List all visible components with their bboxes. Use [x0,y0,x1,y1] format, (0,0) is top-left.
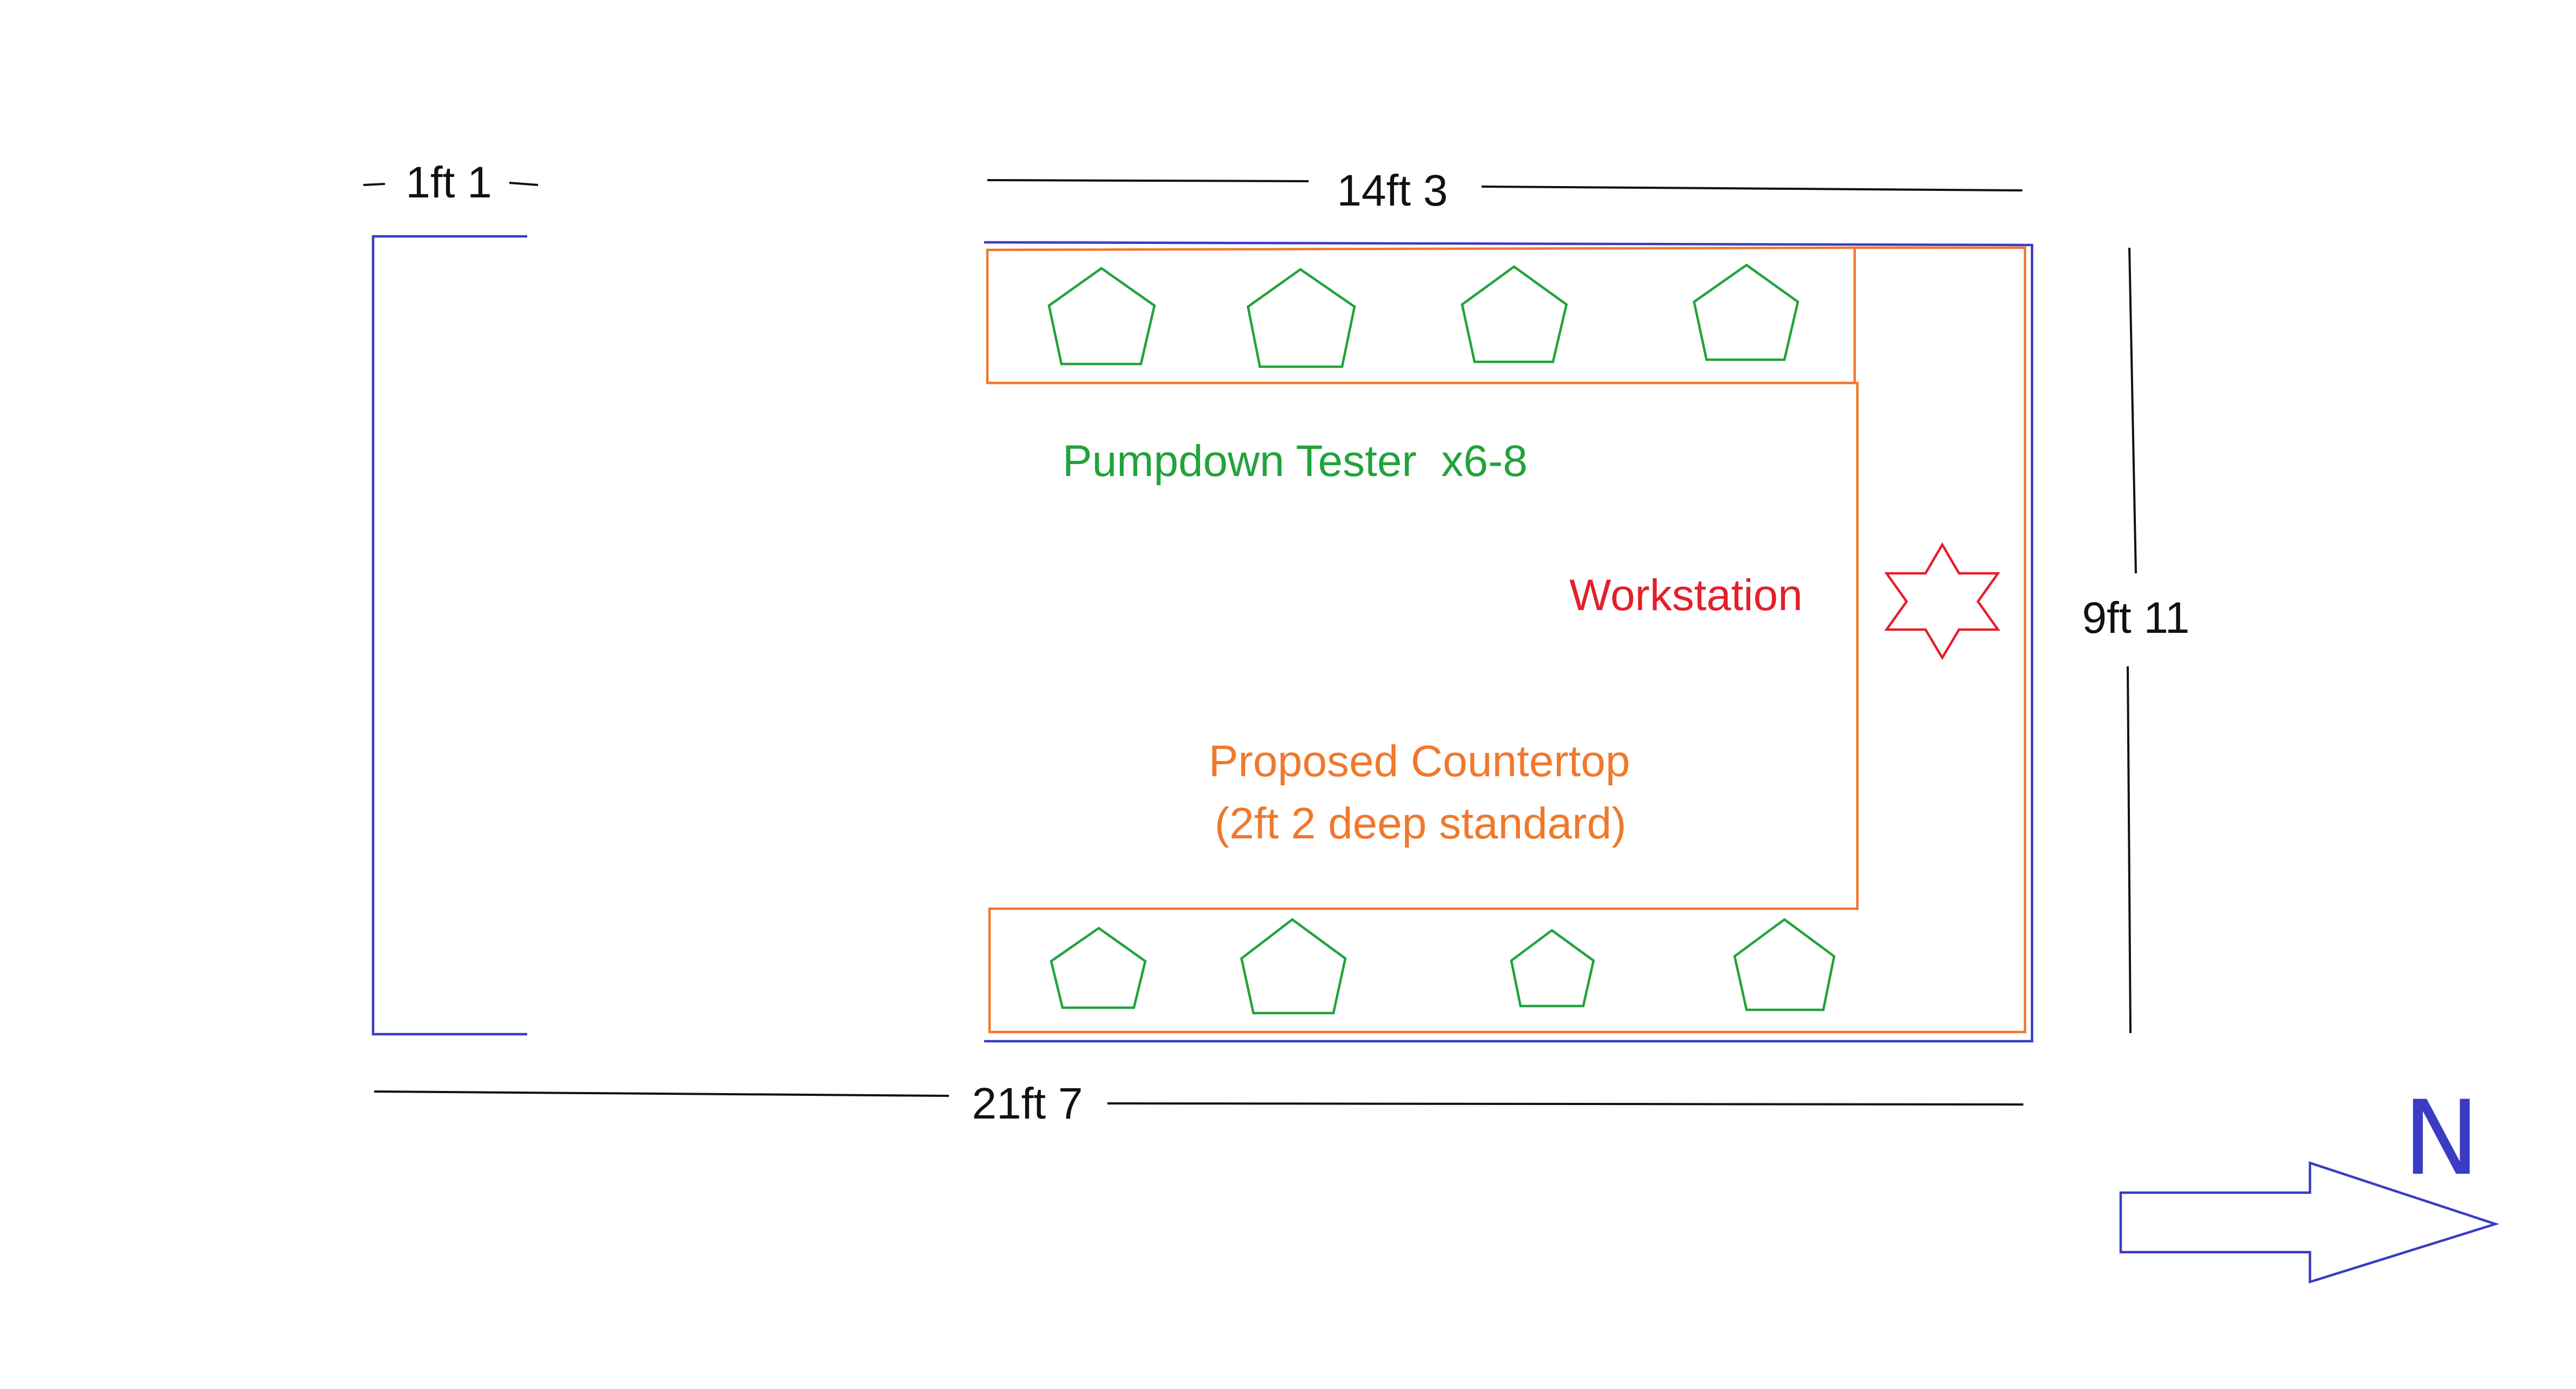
room-width-dimension-line-top [2128,247,2137,574]
six-point-star-icon [1884,542,2001,660]
countertop-outline [986,246,2027,1034]
room-length-dimension-line-right [1107,1102,2024,1106]
pentagon-icon [1733,918,1836,1011]
countertop-dimension-line-right [1481,186,2023,191]
room-width-label: 9ft 11 [2082,593,2189,643]
gap-dimension-line-right [509,182,539,186]
gap-dimension-line-left [363,183,386,186]
pentagon-icon [1047,267,1156,366]
north-label: N [2403,1079,2480,1198]
right-wall-top [984,241,2034,1043]
workstation-label: Workstation [1569,571,1802,620]
room-width-dimension-line-bottom [2127,666,2132,1034]
arrow-right-icon [2119,1161,2500,1284]
pentagon-icon [1246,268,1356,368]
countertop-length-label: 14ft 3 [1337,166,1448,215]
countertop-depth-label: (2ft 2 deep standard) [1214,799,1626,848]
countertop-dimension-line-left [987,179,1309,182]
tester-label: Pumpdown Tester x6-8 [1063,436,1528,486]
pentagon-icon [1692,263,1800,361]
pentagon-icon [1510,929,1595,1008]
wall-gap-label: 1ft 1 [406,158,492,207]
room-length-label: 21ft 7 [972,1079,1083,1128]
room-length-dimension-line-left [374,1090,950,1097]
pentagon-icon [1240,918,1347,1015]
pentagon-icon [1050,927,1147,1009]
pentagon-icon [1460,265,1568,363]
left-wall [371,235,527,1036]
countertop-label: Proposed Countertop [1209,737,1630,786]
